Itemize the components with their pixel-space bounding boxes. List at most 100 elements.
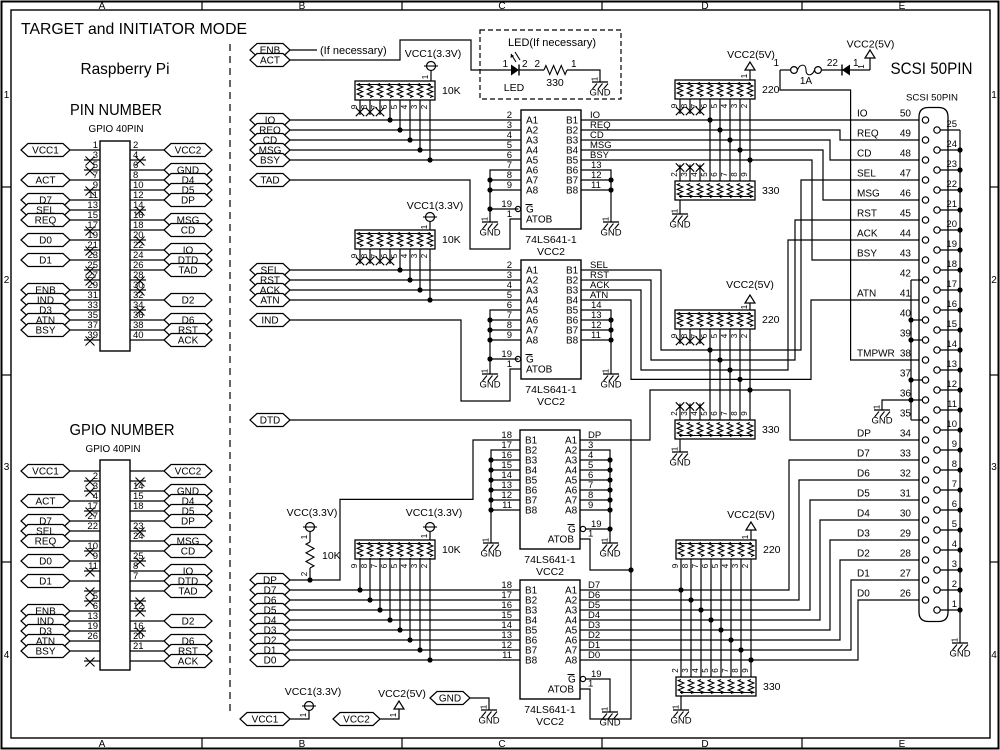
svg-text:DP: DP [181, 196, 195, 207]
svg-text:IO: IO [857, 109, 868, 120]
svg-text:36: 36 [133, 310, 144, 321]
svg-text:B: B [299, 739, 306, 750]
svg-text:ATOB: ATOB [548, 685, 575, 696]
svg-text:A4: A4 [565, 616, 578, 627]
svg-text:D1: D1 [39, 577, 52, 588]
svg-text:2: 2 [420, 104, 429, 109]
svg-text:MSG: MSG [590, 140, 612, 151]
svg-text:12: 12 [946, 379, 957, 390]
svg-text:4: 4 [507, 130, 512, 141]
svg-text:Raspberry Pi: Raspberry Pi [81, 61, 170, 78]
svg-text:A6: A6 [526, 316, 539, 327]
svg-text:1: 1 [480, 704, 489, 709]
svg-text:SEL: SEL [36, 206, 55, 217]
svg-text:6: 6 [700, 333, 709, 338]
svg-text:A1: A1 [565, 436, 578, 447]
svg-text:D6: D6 [182, 637, 195, 648]
svg-text:A: A [99, 739, 106, 750]
svg-text:18: 18 [133, 501, 144, 512]
svg-text:PIN NUMBER: PIN NUMBER [70, 102, 162, 119]
svg-text:A5: A5 [565, 476, 578, 487]
svg-text:VCC2: VCC2 [537, 396, 565, 408]
svg-text:32: 32 [133, 290, 144, 301]
svg-text:B5: B5 [525, 476, 538, 487]
svg-text:BSY: BSY [590, 150, 610, 161]
svg-text:28: 28 [133, 270, 144, 281]
svg-text:A2: A2 [565, 446, 578, 457]
svg-text:B7: B7 [525, 646, 538, 657]
svg-text:4: 4 [720, 333, 729, 338]
svg-text:19: 19 [87, 230, 98, 241]
svg-text:43: 43 [900, 249, 912, 260]
svg-text:A7: A7 [565, 496, 578, 507]
svg-text:7: 7 [690, 333, 699, 338]
svg-text:18: 18 [501, 580, 512, 591]
svg-text:28: 28 [900, 549, 912, 560]
svg-text:D1: D1 [857, 569, 870, 580]
svg-text:4: 4 [133, 150, 138, 161]
svg-text:5: 5 [700, 172, 709, 177]
svg-text:330: 330 [762, 185, 780, 197]
svg-text:VCC1(3.3V): VCC1(3.3V) [405, 48, 462, 60]
svg-text:IO: IO [183, 567, 194, 578]
svg-text:B2: B2 [525, 446, 538, 457]
svg-text:ATOB: ATOB [526, 365, 553, 376]
svg-text:D3: D3 [39, 306, 52, 317]
svg-text:5: 5 [952, 519, 957, 530]
svg-text:2: 2 [670, 172, 679, 177]
svg-text:DP: DP [263, 576, 277, 587]
svg-text:VCC1: VCC1 [32, 467, 59, 478]
svg-text:4: 4 [400, 253, 409, 258]
svg-text:14: 14 [946, 339, 957, 350]
svg-text:G: G [568, 675, 576, 686]
svg-text:9: 9 [741, 668, 750, 673]
svg-text:D4: D4 [264, 616, 277, 627]
svg-text:GND: GND [949, 649, 970, 660]
svg-text:13: 13 [87, 200, 98, 211]
svg-text:REQ: REQ [857, 129, 879, 140]
svg-text:13: 13 [87, 611, 98, 622]
svg-text:41: 41 [900, 289, 912, 300]
svg-text:1: 1 [602, 216, 611, 221]
svg-text:24: 24 [133, 531, 144, 542]
svg-text:3: 3 [680, 172, 689, 177]
svg-text:20: 20 [133, 631, 144, 642]
svg-text:A8: A8 [565, 656, 578, 667]
svg-text:2: 2 [420, 253, 429, 258]
svg-text:20: 20 [946, 219, 957, 230]
svg-text:LED: LED [504, 82, 525, 94]
svg-text:8: 8 [952, 459, 957, 470]
svg-text:7: 7 [690, 103, 699, 108]
svg-text:5: 5 [711, 563, 720, 568]
svg-text:39: 39 [87, 330, 98, 341]
svg-text:MSG: MSG [177, 537, 200, 548]
svg-text:10K: 10K [322, 550, 341, 562]
svg-text:8: 8 [360, 563, 369, 568]
svg-text:B6: B6 [525, 486, 538, 497]
svg-text:12: 12 [591, 170, 602, 181]
svg-text:1: 1 [991, 90, 997, 101]
svg-text:8: 8 [133, 561, 138, 572]
svg-text:2: 2 [507, 110, 512, 121]
svg-text:D6: D6 [588, 590, 600, 601]
svg-text:25: 25 [87, 260, 98, 271]
svg-text:BSY: BSY [260, 156, 280, 167]
svg-text:GND: GND [600, 228, 621, 239]
svg-text:34: 34 [133, 300, 144, 311]
svg-text:5: 5 [390, 563, 399, 568]
svg-text:2: 2 [133, 140, 138, 151]
svg-text:B4: B4 [525, 466, 538, 477]
svg-text:IO: IO [590, 110, 600, 121]
svg-text:3: 3 [730, 333, 739, 338]
svg-text:B2: B2 [525, 596, 538, 607]
svg-text:12: 12 [133, 601, 144, 612]
svg-text:12: 12 [501, 640, 512, 651]
svg-text:3: 3 [410, 104, 419, 109]
svg-text:34: 34 [900, 429, 912, 440]
svg-text:30: 30 [900, 509, 912, 520]
svg-text:A8: A8 [565, 506, 578, 517]
svg-text:B5: B5 [566, 306, 579, 317]
svg-text:1: 1 [4, 90, 10, 101]
svg-text:SCSI 50PIN: SCSI 50PIN [891, 59, 973, 78]
svg-text:9: 9 [670, 333, 679, 338]
